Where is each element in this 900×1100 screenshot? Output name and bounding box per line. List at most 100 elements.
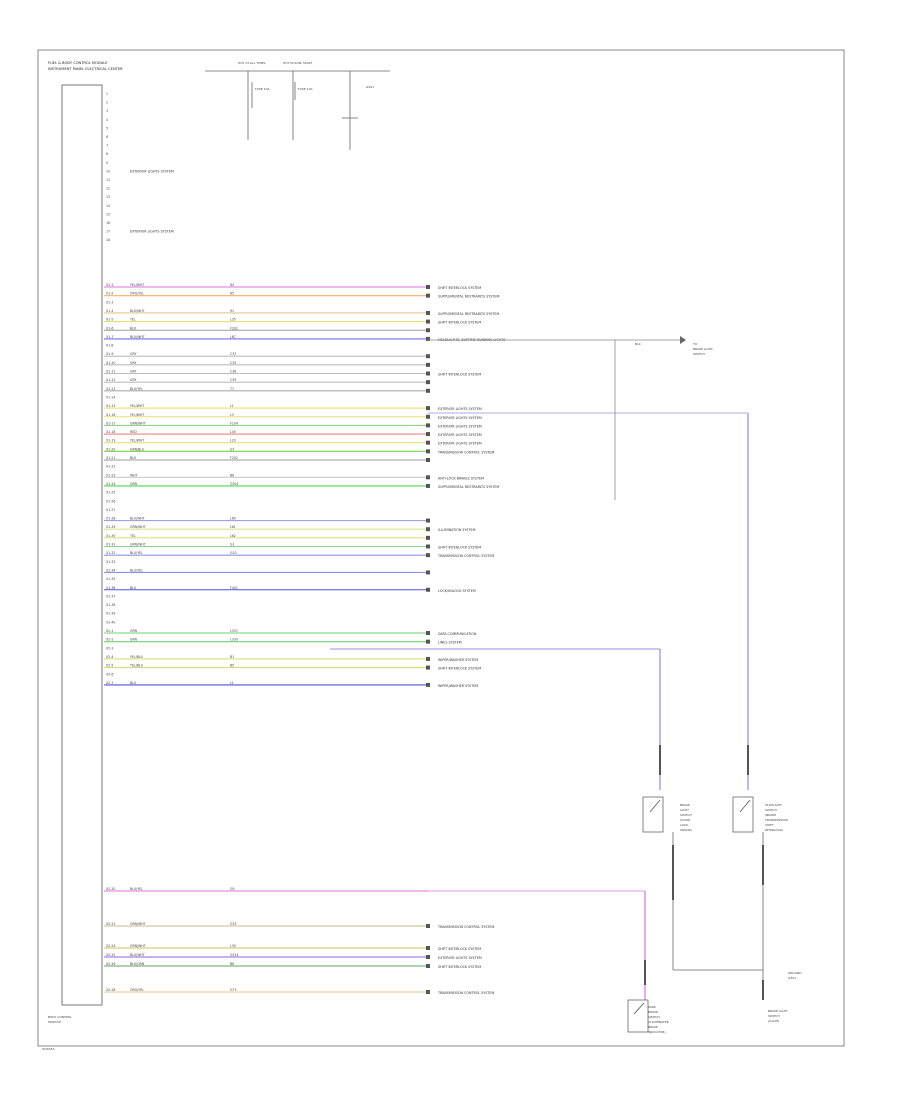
wire-pin: X1-18 bbox=[106, 430, 115, 434]
wire-circuit: G1 bbox=[230, 543, 235, 547]
connector-pin bbox=[426, 553, 430, 558]
wire-pin: X1-9 bbox=[106, 352, 113, 356]
wire-pin: X1-11 bbox=[106, 370, 115, 374]
wire-row: X2-3 bbox=[106, 646, 113, 650]
wire-circuit: L331 bbox=[230, 629, 238, 633]
svg-text:BRAKE LIGHT: BRAKE LIGHT bbox=[693, 347, 713, 351]
wire-destination: WIPER/WASHER SYSTEM bbox=[438, 658, 478, 662]
connector-pin bbox=[426, 990, 430, 994]
wire-circuit: B6 bbox=[230, 473, 234, 477]
wire-color-code: GRY bbox=[130, 378, 136, 382]
wire-pin: X2-26 bbox=[106, 962, 115, 966]
fuse-rating-1: FUSE 10A bbox=[255, 87, 270, 91]
wire-pin: X1-21 bbox=[106, 456, 115, 460]
wire-circuit: G301 bbox=[230, 482, 239, 486]
wire-color-code: BLK bbox=[130, 456, 137, 460]
wire-pin: X1-4 bbox=[106, 309, 113, 313]
wire-circuit: 77 bbox=[230, 387, 234, 391]
connector-pin bbox=[426, 449, 430, 454]
wire-destination: DATA COMMUNICATION bbox=[438, 632, 477, 636]
wire-row: X1-26 bbox=[106, 499, 115, 503]
wire-destination: EXTERIOR LIGHTS SYSTEM bbox=[438, 956, 482, 960]
wire-destination: TRANSMISSION CONTROL SYSTEM bbox=[437, 991, 495, 995]
svg-text:GROUND: GROUND bbox=[788, 971, 802, 975]
wire-circuit: C39 bbox=[230, 378, 236, 382]
connector-pin bbox=[426, 362, 430, 367]
wire-pin: X2-22 bbox=[106, 922, 115, 926]
connector-pin bbox=[426, 293, 430, 298]
svg-text:CRUISE): CRUISE) bbox=[680, 828, 692, 832]
wire-destination: TRANSMISSION CONTROL SYSTEM bbox=[437, 554, 495, 558]
wire-circuit: L35 bbox=[230, 318, 236, 322]
connector-pin bbox=[426, 544, 430, 549]
wire-color-code: TEL/BLU bbox=[129, 664, 144, 668]
wire-destination: EXTERIOR LIGHTS SYSTEM bbox=[438, 424, 482, 428]
connector-pin bbox=[426, 458, 430, 462]
wire-pin: X1-22 bbox=[106, 465, 115, 469]
wire-color-code: BLU/WHT bbox=[130, 953, 145, 957]
wire-circuit: B1 bbox=[230, 655, 234, 659]
wire-pin: X2-2 bbox=[106, 638, 113, 642]
wire-pin: X2-28 bbox=[106, 988, 115, 992]
wire-circuit: L1 bbox=[230, 404, 234, 408]
wire-color-code: BLU/YEL bbox=[130, 387, 143, 391]
connector-pin bbox=[426, 380, 430, 385]
wire-pin: X1-36 bbox=[106, 586, 115, 590]
wire-circuit: F104 bbox=[230, 421, 238, 425]
connector-pin bbox=[426, 406, 430, 411]
wire-pin: X1-27 bbox=[106, 508, 115, 512]
wire-pin: X1-15 bbox=[106, 404, 115, 408]
pin-note: EXTERIOR LIGHTS SYSTEM bbox=[130, 169, 174, 173]
pin-label: 15 bbox=[106, 212, 110, 216]
fuse-rating-2: FUSE 10A bbox=[298, 87, 313, 91]
connector-pin bbox=[426, 570, 430, 575]
wire-color-code: GRN/BLU bbox=[130, 447, 145, 451]
pin-label: 3 bbox=[106, 109, 108, 113]
wire-pin: X1-30 bbox=[106, 534, 115, 538]
connector-pin bbox=[426, 414, 430, 419]
wire-pin: X1-39 bbox=[106, 612, 115, 616]
svg-text:BRAKE: BRAKE bbox=[680, 803, 690, 807]
connector-pin bbox=[426, 535, 430, 540]
pin-label: 8 bbox=[106, 152, 108, 156]
wire-pin: X1-26 bbox=[106, 499, 115, 503]
wire-color-code: GRN bbox=[130, 638, 138, 642]
wire-color-code: BLU/WHT bbox=[130, 335, 145, 339]
wire-circuit: L67 bbox=[230, 335, 236, 339]
wire-pin: X1-13 bbox=[106, 387, 115, 391]
wire-circuit: F202 bbox=[230, 326, 238, 330]
svg-text:LIGHT: LIGHT bbox=[680, 808, 689, 812]
wire-pin: X1-31 bbox=[106, 543, 115, 547]
diagram-title: FUEL & BODY CONTROL MODULE INSTRUMENT PA… bbox=[48, 61, 123, 71]
wire-row: X1-39 bbox=[106, 612, 115, 616]
wire-color-code: GRN bbox=[130, 482, 138, 486]
wire-destination: TRANSMISSION CONTROL SYSTEM bbox=[437, 925, 495, 929]
wire-row: X1-27 bbox=[106, 508, 115, 512]
connector-pin bbox=[426, 328, 430, 333]
pin-label: 16 bbox=[106, 221, 110, 225]
connector-pin bbox=[426, 518, 430, 523]
wire-destination: WIPER/WASHER SYSTEM bbox=[438, 684, 478, 688]
wire-pin: X1-7 bbox=[106, 335, 113, 339]
pin-label: 17 bbox=[106, 230, 110, 234]
wire-color-code: YEL/WHT bbox=[130, 404, 144, 408]
connector-pin bbox=[426, 285, 430, 289]
pin-label: 9 bbox=[106, 161, 108, 165]
pin-label: 5 bbox=[106, 126, 108, 130]
wire-pin: X2-7 bbox=[106, 681, 113, 685]
wire-pin: X1-12 bbox=[106, 378, 115, 382]
connector-pin bbox=[426, 432, 430, 437]
